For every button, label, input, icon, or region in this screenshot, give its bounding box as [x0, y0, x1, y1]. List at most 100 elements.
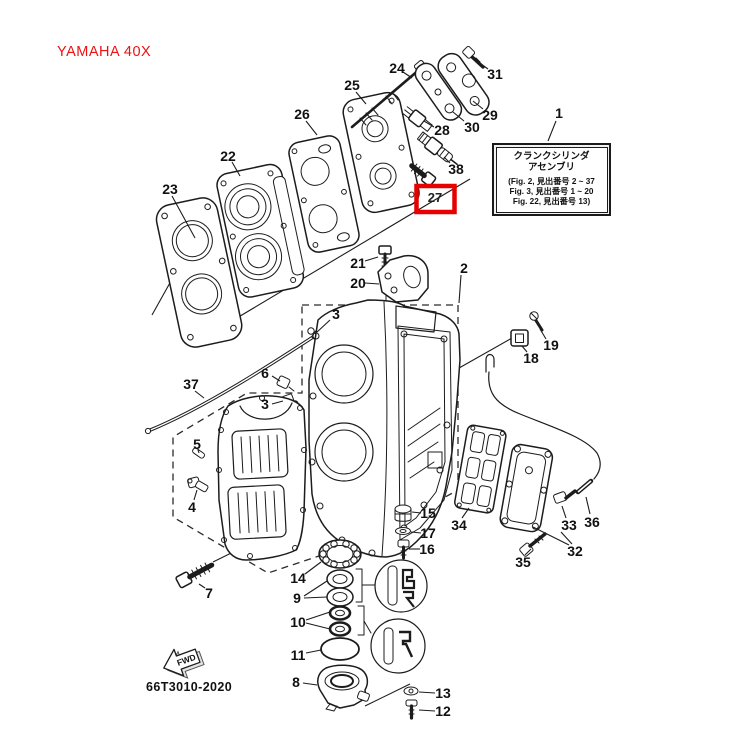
callout-leader-36	[585, 496, 591, 515]
callout-label-4: 4	[188, 499, 196, 515]
callout-leader-19	[539, 328, 547, 340]
callout-label-38: 38	[448, 161, 464, 177]
callout-leader-21	[364, 256, 379, 262]
part-cylinder-block-2	[308, 299, 461, 558]
part-cable-36	[485, 353, 601, 495]
info-fig-line3: Fig. 22, 見出番号 13)	[512, 196, 591, 206]
callout-label-22: 22	[220, 148, 236, 164]
callout-label-12: 12	[435, 703, 451, 719]
part-washer-17	[395, 527, 411, 535]
part-exhaust-cover-32	[499, 443, 554, 533]
part-exhaust-gasket-34	[454, 424, 507, 514]
highlight-box-27	[414, 183, 457, 215]
callout-label-15: 15	[420, 505, 436, 521]
callout-leader-24	[402, 71, 413, 79]
callout-leader-22	[231, 161, 241, 177]
callout-label-13: 13	[435, 685, 451, 701]
callout-leader-32	[532, 526, 570, 546]
callout-label-28: 28	[434, 122, 450, 138]
callout-layer: 1233456789101112131415161718192021222324…	[162, 60, 600, 719]
callout-leader-6	[271, 375, 281, 382]
callout-leader-3	[271, 400, 284, 405]
callout-leader-23	[171, 195, 196, 239]
callout-leader-9	[303, 580, 328, 597]
part-fitting-4	[187, 476, 209, 493]
info-title-line2: アセンブリ	[527, 162, 576, 173]
part-crankcase-half	[216, 395, 307, 561]
callout-leader-12	[418, 709, 436, 712]
callout-label-9: 9	[293, 590, 301, 606]
callout-leader-13	[418, 691, 436, 694]
detail-callout-circle-seal-10	[357, 605, 426, 674]
callout-label-33: 33	[561, 517, 577, 533]
callout-leader-20	[364, 282, 380, 285]
callout-label-10: 10	[290, 614, 306, 630]
part-bolt-27	[409, 163, 437, 187]
part-seals-9	[326, 569, 354, 607]
part-bolt-16	[397, 539, 410, 560]
callout-label-14: 14	[290, 570, 306, 586]
part-cylinder-head-25	[342, 91, 420, 214]
callout-label-19: 19	[543, 337, 559, 353]
brand-model-title: YAMAHA 40X	[57, 44, 152, 60]
callout-label-25: 25	[344, 77, 360, 93]
callout-leader-9	[303, 596, 328, 599]
callout-leader-3	[315, 319, 331, 334]
callout-label-18: 18	[523, 350, 539, 366]
part-fitting-33	[553, 489, 577, 504]
callout-label-26: 26	[294, 106, 310, 122]
callout-label-8: 8	[292, 674, 300, 690]
callout-label-32: 32	[567, 543, 583, 559]
part-plug-6	[276, 375, 295, 392]
part-seal-housing-8	[317, 664, 370, 712]
callout-leader-28	[423, 120, 435, 128]
callout-leader-25	[355, 91, 367, 105]
part-head-gasket-26	[288, 135, 360, 253]
callout-leader-5	[197, 449, 200, 454]
callout-label-3: 3	[261, 396, 269, 412]
callout-label-11: 11	[291, 647, 306, 663]
callout-label-20: 20	[350, 275, 366, 291]
info-fig-line1: (Fig. 2, 見出番号 2 ~ 37	[508, 176, 595, 186]
info-title-line1: クランクシリンダ	[513, 150, 590, 162]
part-bolt-35	[519, 532, 547, 557]
callout-label-21: 21	[350, 255, 366, 271]
callout-leader-11	[305, 649, 322, 654]
part-bolt-31	[462, 45, 485, 69]
assembly-dashed-outline	[172, 304, 459, 574]
callout-label-6: 6	[261, 365, 269, 381]
part-seals-10	[328, 605, 352, 637]
callout-label-30: 30	[464, 119, 480, 135]
callout-leader-33	[561, 505, 567, 519]
callout-label-5: 5	[193, 436, 201, 452]
callout-label-7: 7	[205, 585, 213, 601]
callout-leader-15	[411, 511, 422, 514]
callout-label-24: 24	[389, 60, 405, 76]
part-o-ring-11	[320, 637, 360, 661]
callout-leader-2	[458, 274, 462, 304]
callout-label-16: 16	[419, 541, 435, 557]
callout-label-31: 31	[487, 66, 503, 82]
callout-leader-32	[560, 531, 573, 545]
callout-label-35: 35	[515, 554, 531, 570]
part-plug-28	[402, 106, 433, 132]
part-head-gasket-23	[155, 197, 243, 348]
part-washer-13	[403, 686, 419, 696]
callout-leader-17	[410, 531, 422, 534]
callout-leader-37	[194, 390, 205, 399]
callout-leader-10	[305, 622, 331, 630]
callout-leader-30	[452, 111, 465, 122]
part-bolt-7	[175, 562, 215, 589]
projection-line-bolt27	[204, 178, 471, 338]
callout-label-29: 29	[482, 107, 498, 123]
callout-label-2: 2	[460, 260, 468, 276]
callout-leader-10	[305, 611, 331, 621]
callout-label-23: 23	[162, 181, 178, 197]
part-head-cover-22	[216, 163, 305, 298]
callout-leader-4	[193, 489, 198, 501]
part-grommet-15	[394, 504, 412, 522]
assembly-info-box-inner: クランクシリンダ アセンブリ (Fig. 2, 見出番号 2 ~ 37 Fig.…	[495, 146, 608, 213]
drawing-code: 66T3010-2020	[146, 680, 233, 694]
